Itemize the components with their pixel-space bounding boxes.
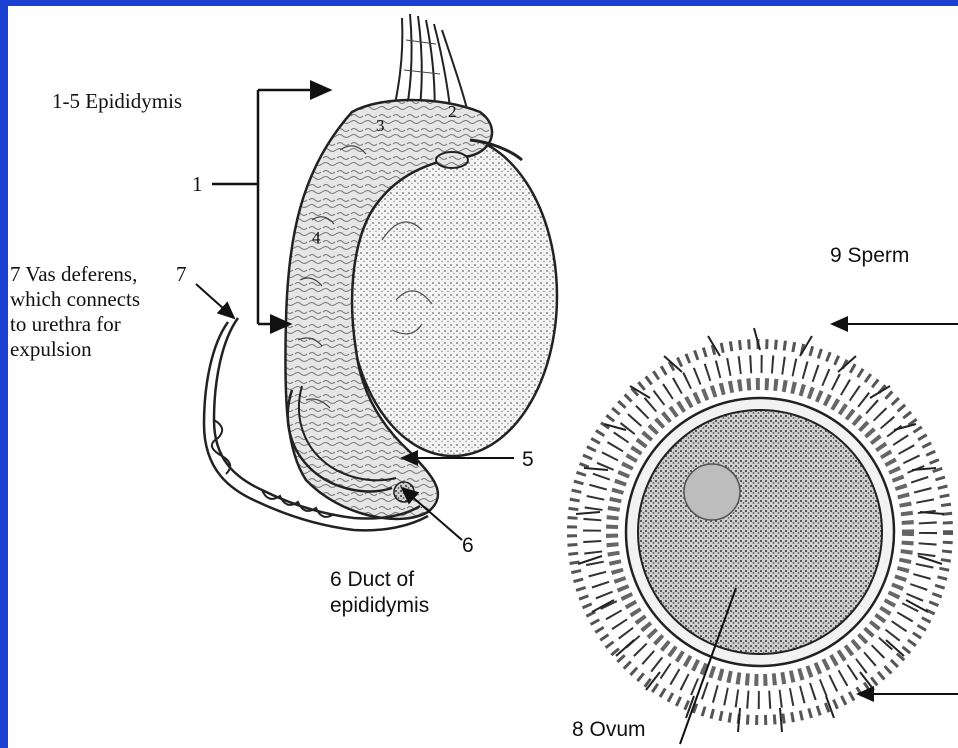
epididymis-heading: 1-5 Epididymis (52, 89, 182, 113)
ovum (638, 410, 882, 654)
label-7: 7 (176, 262, 187, 286)
duct-label-line-1: 6 Duct of (330, 568, 414, 592)
label-5: 5 (522, 448, 534, 472)
leader-7 (196, 284, 234, 318)
duct-label-line-2: epididymis (330, 594, 429, 618)
sperm-label: 9 Sperm (830, 244, 909, 268)
label-2: 2 (448, 100, 457, 124)
vas-deferens-line-4: expulsion (10, 337, 92, 361)
vas-deferens-line-3: to urethra for (10, 312, 121, 336)
label-6: 6 (462, 534, 474, 558)
label-4: 4 (312, 226, 321, 250)
label-1: 1 (192, 172, 203, 196)
label-3: 3 (376, 114, 385, 138)
vas-deferens-line-1: 7 Vas deferens, (10, 262, 137, 286)
vas-deferens-line-2: which connects (10, 287, 140, 311)
ovum-nucleus (684, 464, 740, 520)
ovum-label: 8 Ovum (572, 718, 646, 742)
